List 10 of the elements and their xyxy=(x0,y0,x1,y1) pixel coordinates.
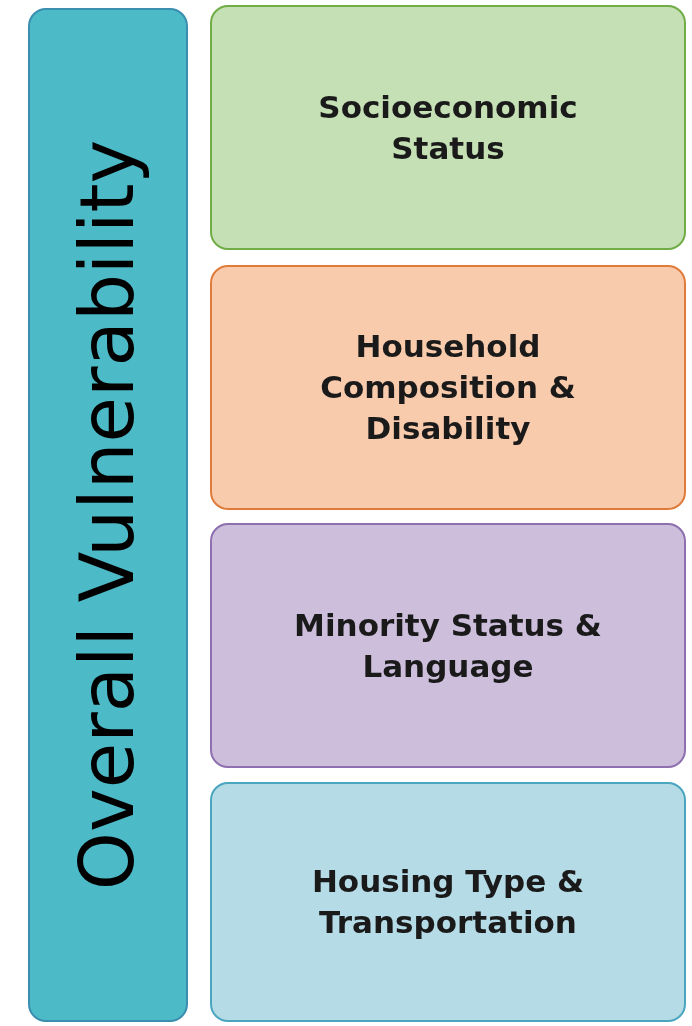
category-box xyxy=(210,5,686,250)
category-label: Household Composition & Disability xyxy=(319,327,577,448)
category-box xyxy=(210,265,686,510)
category-box xyxy=(210,523,686,768)
category-box xyxy=(210,782,686,1022)
vertical-banner xyxy=(28,8,188,1022)
category-label: Socioeconomic Status xyxy=(317,87,579,168)
category-label: Housing Type & Transportation xyxy=(310,862,586,942)
category-label: Minority Status & Language xyxy=(293,605,603,686)
banner-title: Overall Vulnerability xyxy=(63,139,152,891)
